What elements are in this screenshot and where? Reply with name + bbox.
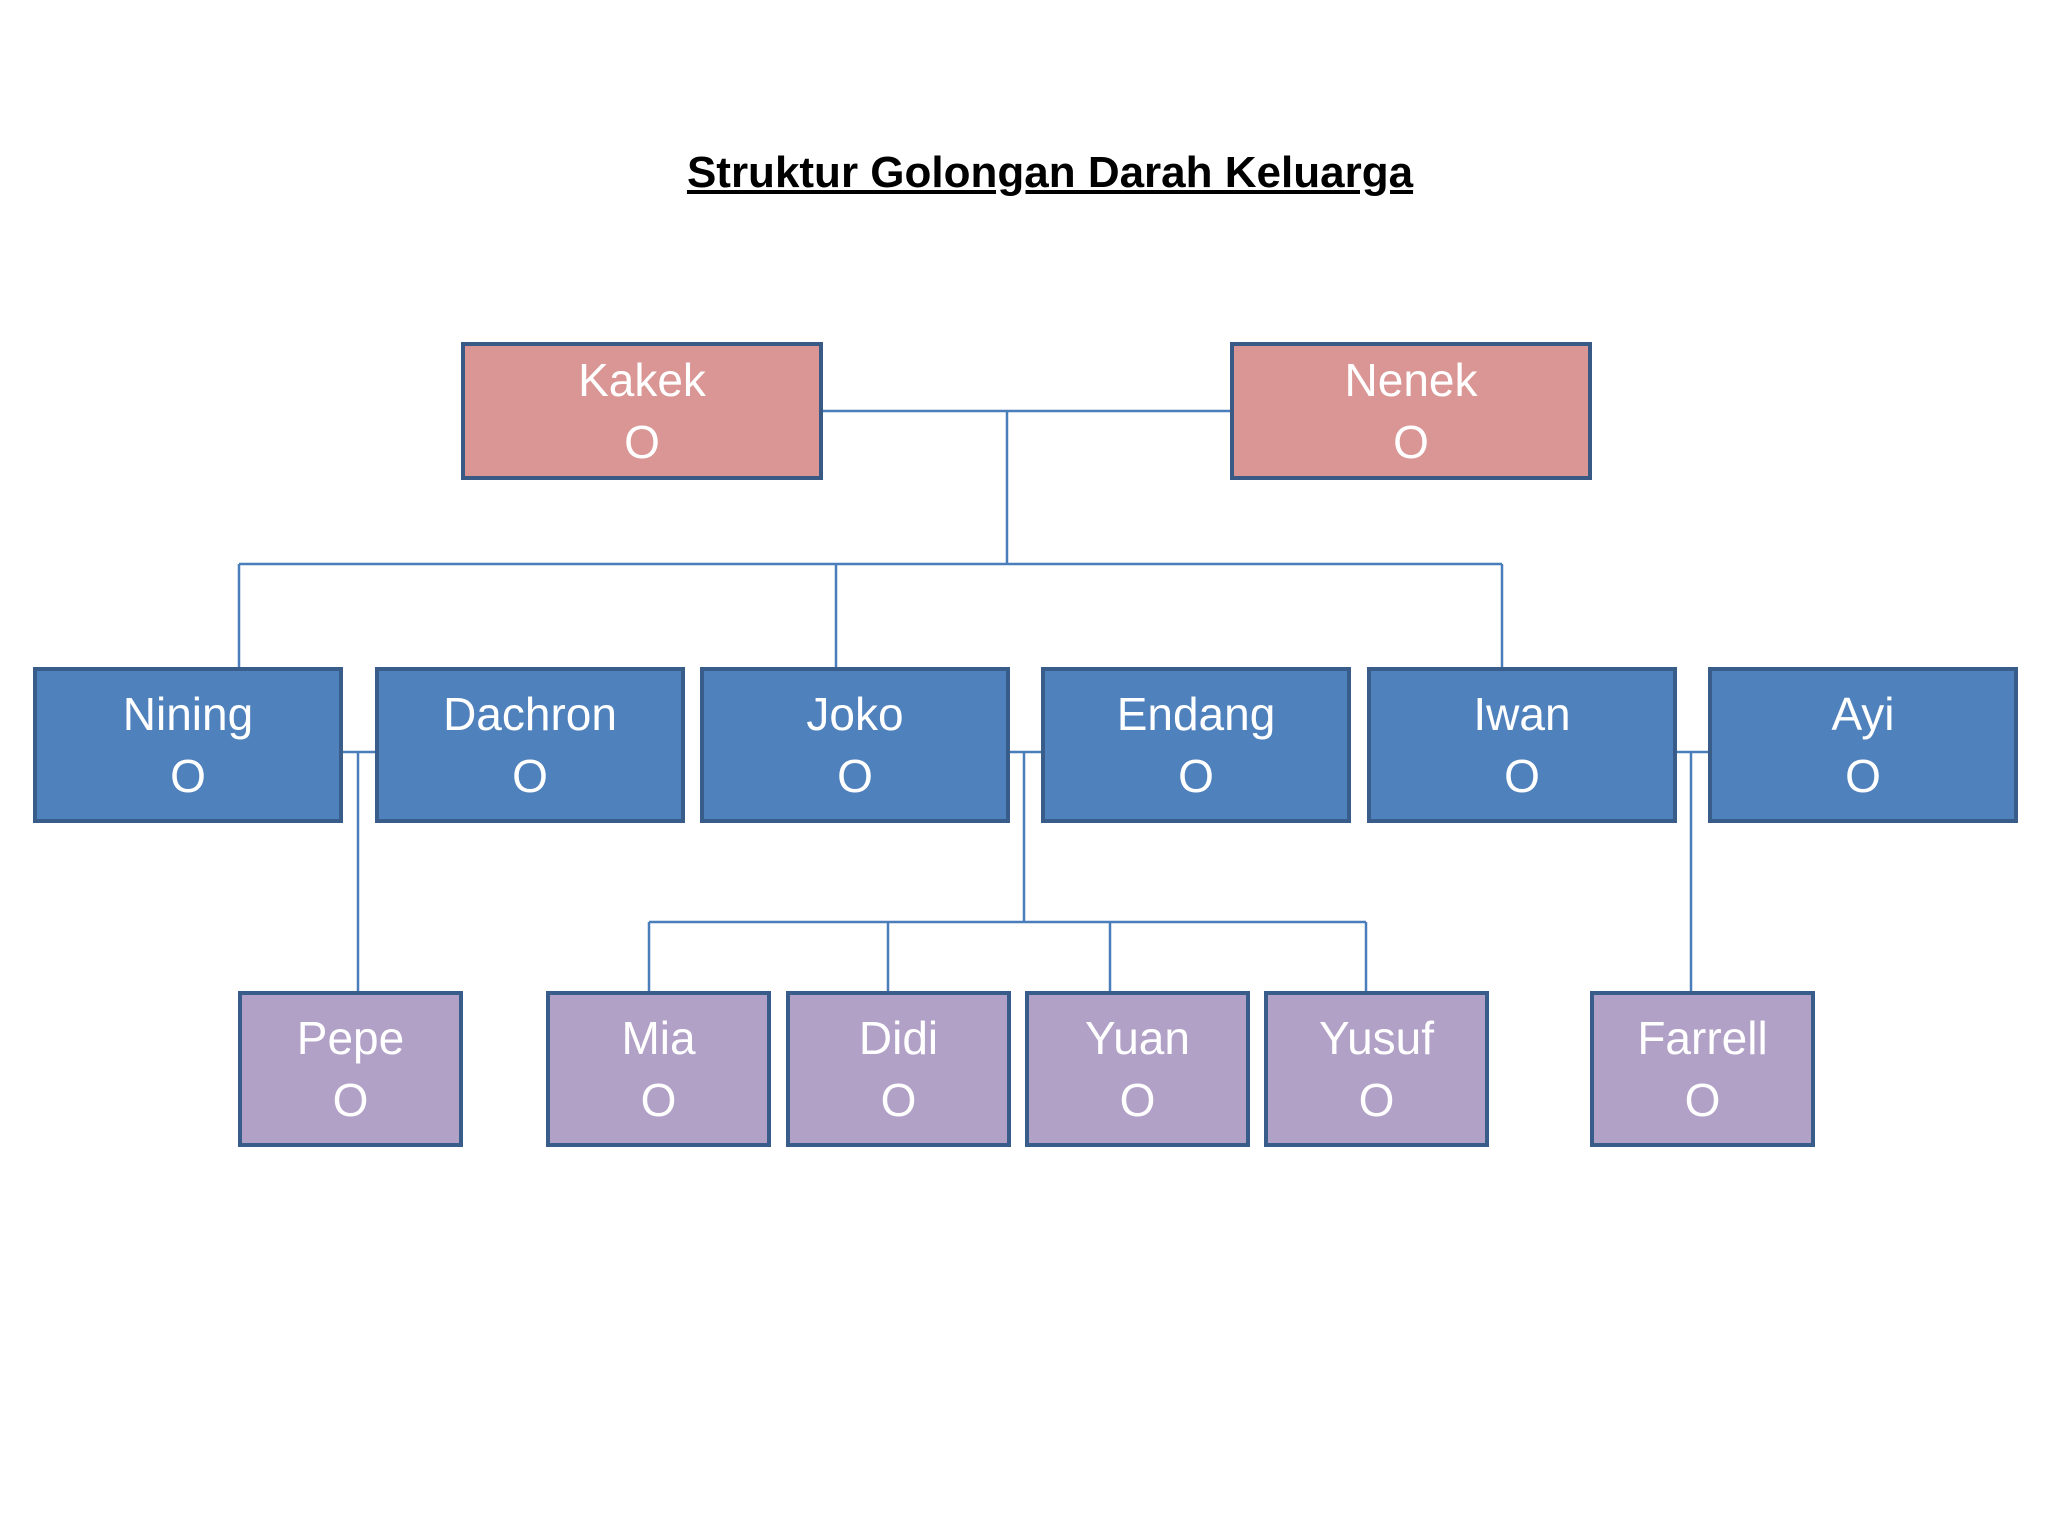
node-blood-type: O: [332, 1074, 369, 1126]
node-name: Joko: [806, 688, 904, 740]
node-name: Iwan: [1473, 688, 1571, 740]
node-name: Dachron: [443, 688, 617, 740]
node-name: Ayi: [1831, 688, 1895, 740]
node-blood-type: O: [512, 750, 548, 802]
node-kakek: Kakek O: [461, 342, 823, 480]
node-blood-type: O: [837, 750, 873, 802]
node-blood-type: O: [640, 1074, 677, 1126]
node-name: Endang: [1116, 688, 1276, 740]
node-iwan: Iwan O: [1367, 667, 1677, 823]
node-farrell: Farrell O: [1590, 991, 1815, 1147]
node-name: Nining: [122, 688, 254, 740]
node-name: Mia: [621, 1012, 696, 1064]
node-dachron: Dachron O: [375, 667, 685, 823]
node-joko: Joko O: [700, 667, 1010, 823]
diagram-title: Struktur Golongan Darah Keluarga: [686, 148, 1414, 197]
node-blood-type: O: [624, 416, 660, 468]
node-endang: Endang O: [1041, 667, 1351, 823]
node-blood-type: O: [1119, 1074, 1156, 1126]
node-mia: Mia O: [546, 991, 771, 1147]
node-name: Didi: [858, 1012, 939, 1064]
node-blood-type: O: [1684, 1074, 1721, 1126]
node-blood-type: O: [1845, 750, 1881, 802]
node-name: Yuan: [1085, 1012, 1190, 1064]
node-blood-type: O: [1358, 1074, 1395, 1126]
node-name: Nenek: [1344, 354, 1478, 406]
node-name: Yusuf: [1318, 1012, 1435, 1064]
node-name: Farrell: [1637, 1012, 1768, 1064]
node-blood-type: O: [170, 750, 206, 802]
node-pepe: Pepe O: [238, 991, 463, 1147]
node-blood-type: O: [1504, 750, 1540, 802]
node-ayi: Ayi O: [1708, 667, 2018, 823]
node-yusuf: Yusuf O: [1264, 991, 1489, 1147]
node-name: Kakek: [578, 354, 706, 406]
node-blood-type: O: [880, 1074, 917, 1126]
node-blood-type: O: [1178, 750, 1214, 802]
node-nining: Nining O: [33, 667, 343, 823]
node-nenek: Nenek O: [1230, 342, 1592, 480]
node-yuan: Yuan O: [1025, 991, 1250, 1147]
node-didi: Didi O: [786, 991, 1011, 1147]
node-name: Pepe: [296, 1012, 405, 1064]
node-blood-type: O: [1393, 416, 1429, 468]
